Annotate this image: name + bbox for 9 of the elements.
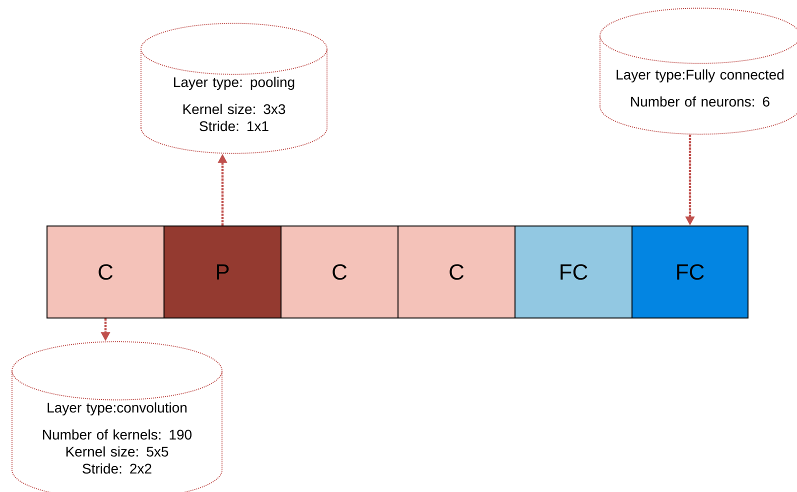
layer-box: FC [632,226,748,318]
layer-box: C [280,226,398,318]
layer-box: FC [514,226,632,318]
cylinder-callout: Layer type: pooling Kernel size: 3x3 Stride: 1x1 [140,22,328,154]
layer-box: P [164,226,282,318]
cylinder-callout: Layer type:convolution Number of kernels: 190 Kernel size: 5x5 Stride: 2x2 [12,341,222,492]
layer-box: C [46,226,164,318]
cylinder-callout: Layer type:Fully connected Number of neurons: 6 [600,8,797,135]
layer-box: C [398,226,516,318]
